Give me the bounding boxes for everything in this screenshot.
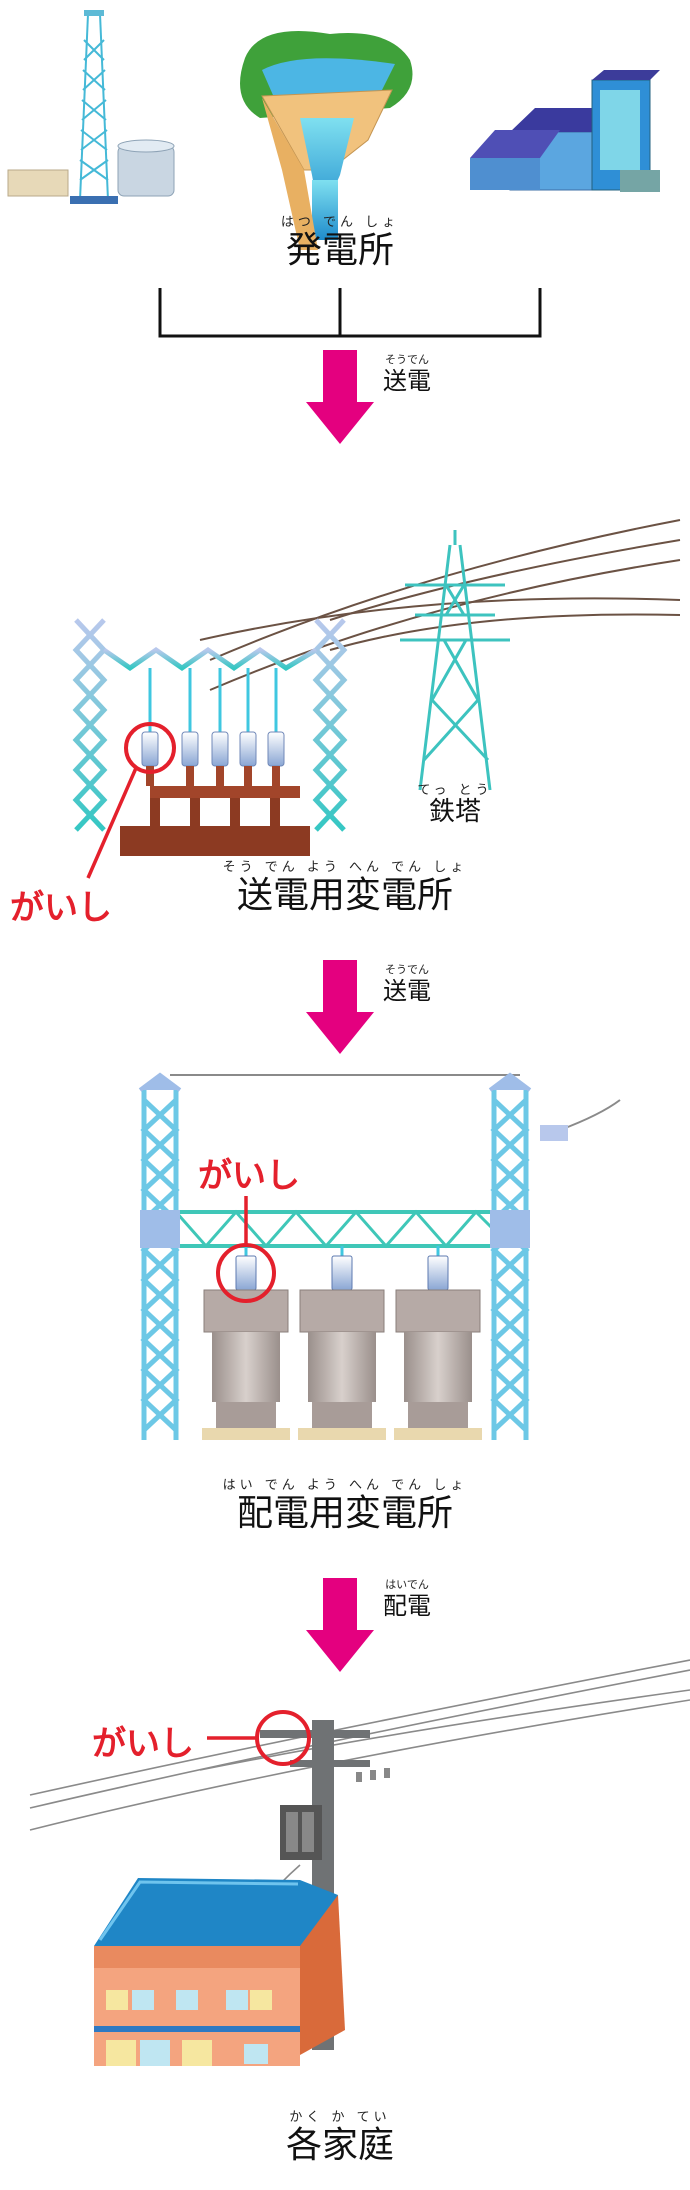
tower-ruby: てっ とう [417,783,493,798]
distribution-substation-label: はい でん よう へん でん しょ 配電用変電所 [200,1478,490,1535]
insulator [181,731,199,767]
substation-frame [72,600,348,850]
flow-arrows [306,350,374,1672]
step3-label: はいでん 配電 [372,1577,442,1620]
insulator-post [272,766,280,786]
transformer-pad [394,1428,482,1440]
transformer-feet [216,1402,276,1428]
tower-title: 鉄塔 [428,797,481,827]
distribution-transformers [202,1246,482,1440]
transformer-pad [202,1428,290,1440]
hydro-power-plant-icon [240,31,413,250]
step2-label: そうでん 送電 [372,962,442,1005]
house-icon [94,1878,345,2066]
transformer-top [203,1289,289,1333]
flow-arrow-2 [306,960,374,1054]
insulator-label-2: がいし [198,1156,300,1196]
homes-ruby: かく か てい [289,2110,391,2125]
insulator [211,731,229,767]
transformer-insulator [331,1255,353,1291]
insulator-callout-line-1 [86,767,138,879]
step1-label: そうでん 送電 [372,352,442,395]
transformer-insulator [235,1255,257,1291]
homes-label: かく か てい 各家庭 [240,2110,440,2167]
insulator-post [146,766,154,786]
transformer-body [308,1332,376,1402]
tower-label: てっ とう 鉄塔 [410,783,500,826]
power-plant-ruby: はつ でん しょ [280,215,400,230]
transmission-substation-label: そう でん よう へん でん しょ 送電用変電所 [200,860,490,917]
nuclear-power-plant-icon [470,70,660,192]
distribution-substation-title: 配電用変電所 [236,1493,453,1534]
step3-title: 配電 [383,1592,431,1620]
transmission-lines [199,519,681,691]
power-plant-label: はつ でん しょ 発電所 [240,215,440,272]
power-plant-title: 発電所 [285,230,394,271]
insulator-post [216,766,224,786]
distribution-frame [138,1072,621,1440]
homes-title: 各家庭 [285,2125,394,2166]
transformer-pad [298,1428,386,1440]
substation-base [120,786,310,856]
transformer-top [299,1289,385,1333]
substation-insulators [141,668,285,786]
transformer-insulator [427,1255,449,1291]
flow-arrow-3 [306,1578,374,1672]
insulator [239,731,257,767]
insulator-callout-circle-1 [124,722,176,774]
insulator [267,731,285,767]
transmission-substation-title: 送電用変電所 [236,875,453,916]
step3-ruby: はいでん [385,1578,429,1591]
transformer-feet [408,1402,468,1428]
insulator-post [244,766,252,786]
transformer-top [395,1289,481,1333]
plants-bracket [158,288,542,338]
transmission-substation-ruby: そう でん よう へん でん しょ [222,860,468,875]
transformer-body [212,1332,280,1402]
step1-title: 送電 [383,367,431,395]
thermal-power-plant-icon [7,10,175,204]
distribution-substation-ruby: はい でん よう へん でん しょ [222,1478,468,1493]
step2-ruby: そうでん [385,963,429,976]
flow-arrow-1 [306,350,374,444]
transformer-feet [312,1402,372,1428]
insulator-post [186,766,194,786]
transformer-body [404,1332,472,1402]
steel-tower-icon [400,530,510,791]
insulator [141,731,159,767]
step1-ruby: そうでん [385,353,429,366]
insulator-label-1: がいし [10,888,112,928]
step2-title: 送電 [383,977,431,1005]
insulator-label-3: がいし [92,1724,194,1764]
